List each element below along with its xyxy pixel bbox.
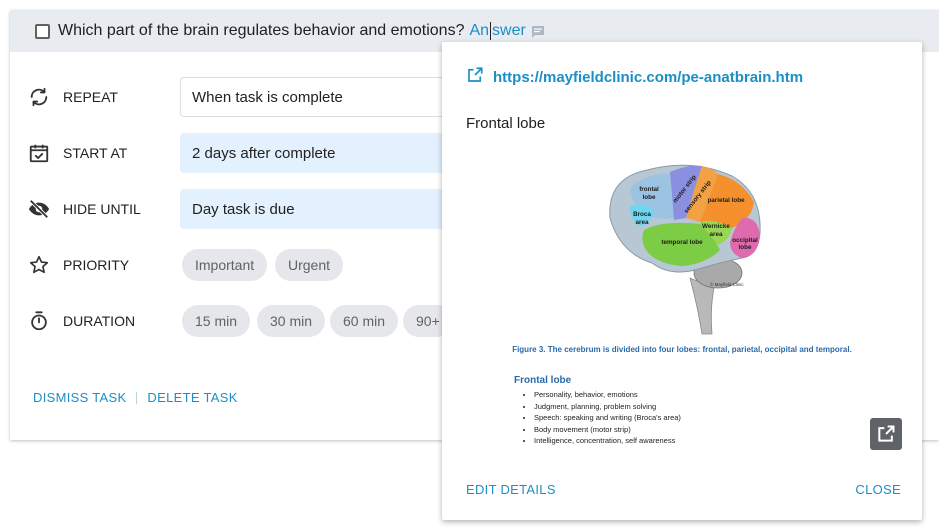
answer-link-text-start: An xyxy=(469,22,490,40)
repeat-row: REPEAT xyxy=(28,77,118,117)
text-cursor xyxy=(490,21,492,40)
brain-credit: © Mayfield Clinic xyxy=(710,281,744,287)
star-icon xyxy=(28,254,50,276)
figure-list: Personality, behavior, emotions Judgment… xyxy=(534,389,681,447)
start-at-label: START AT xyxy=(63,145,128,161)
popup-link-row: https://mayfieldclinic.com/pe-anatbrain.… xyxy=(466,66,803,89)
open-in-new-icon[interactable] xyxy=(466,66,484,89)
brain-label-temporal: temporal lobe xyxy=(661,239,703,246)
popup-url-link[interactable]: https://mayfieldclinic.com/pe-anatbrain.… xyxy=(493,69,804,86)
footer-divider xyxy=(136,391,138,404)
figure-heading: Frontal lobe xyxy=(514,375,572,386)
open-in-new-icon xyxy=(878,425,895,442)
hide-until-field[interactable]: Day task is due xyxy=(180,189,450,229)
start-at-row: START AT xyxy=(28,133,127,173)
figure-list-item: Intelligence, concentration, self awaren… xyxy=(534,435,681,447)
comment-icon[interactable] xyxy=(531,25,545,38)
brain-label-parietal: parietal lobe xyxy=(707,197,745,204)
start-at-field[interactable]: 2 days after complete xyxy=(180,133,450,173)
figure-caption: Figure 3. The cerebrum is divided into f… xyxy=(512,345,852,354)
duration-label: DURATION xyxy=(63,313,136,329)
priority-chip-urgent[interactable]: Urgent xyxy=(275,249,344,281)
duration-chip-60[interactable]: 60 min xyxy=(330,305,399,337)
priority-label: PRIORITY xyxy=(63,257,130,273)
dismiss-task-button[interactable]: DISMISS TASK xyxy=(33,390,127,405)
priority-row: PRIORITY xyxy=(28,245,129,285)
calendar-check-icon xyxy=(28,142,50,164)
figure-list-item: Personality, behavior, emotions xyxy=(534,389,681,401)
priority-chip-important[interactable]: Important xyxy=(182,249,268,281)
answer-link-text-end: swer xyxy=(492,22,526,40)
close-button[interactable]: CLOSE xyxy=(855,482,901,497)
answer-popup: https://mayfieldclinic.com/pe-anatbrain.… xyxy=(442,42,922,520)
task-title[interactable]: Which part of the brain regulates behavi… xyxy=(58,22,465,39)
task-footer: DISMISS TASK DELETE TASK xyxy=(33,390,238,405)
visibility-off-icon xyxy=(28,198,50,220)
open-external-button[interactable] xyxy=(870,418,902,450)
figure-list-item: Judgment, planning, problem solving xyxy=(534,401,681,413)
edit-details-button[interactable]: EDIT DETAILS xyxy=(466,482,556,497)
popup-subtitle: Frontal lobe xyxy=(466,115,546,132)
task-checkbox[interactable] xyxy=(35,23,50,39)
task-header: Which part of the brain regulates behavi… xyxy=(10,10,939,52)
timer-icon xyxy=(28,310,50,332)
repeat-label: REPEAT xyxy=(63,89,118,105)
figure-list-item: Body movement (motor strip) xyxy=(534,424,681,436)
repeat-icon xyxy=(28,86,50,108)
duration-row: DURATION xyxy=(28,301,135,341)
repeat-field[interactable]: When task is complete xyxy=(180,77,450,117)
delete-task-button[interactable]: DELETE TASK xyxy=(147,390,238,405)
duration-chip-15[interactable]: 15 min xyxy=(182,305,251,337)
hide-until-row: HIDE UNTIL xyxy=(28,189,141,229)
brain-drawing xyxy=(609,164,761,335)
duration-chip-30[interactable]: 30 min xyxy=(257,305,326,337)
figure-list-item: Speech: speaking and writing (Broca's ar… xyxy=(534,412,681,424)
hide-until-label: HIDE UNTIL xyxy=(63,201,141,217)
